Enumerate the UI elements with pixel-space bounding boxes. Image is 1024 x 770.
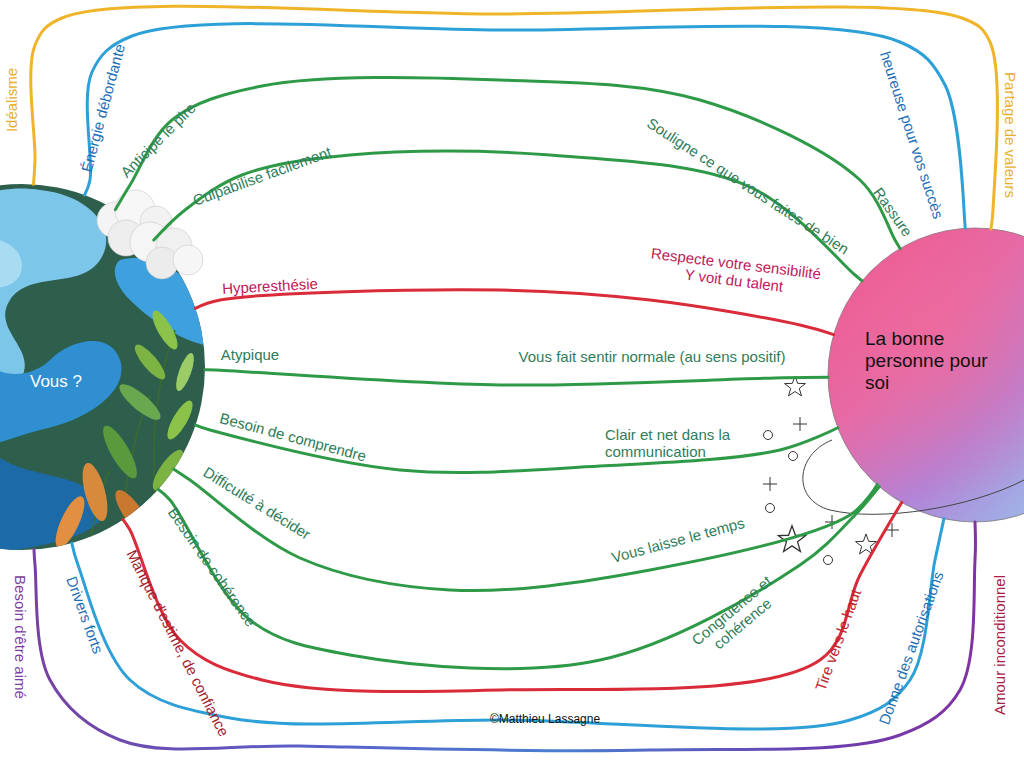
leaf <box>173 351 198 393</box>
trait-label: Rassure <box>870 184 916 240</box>
trait-label: Vous fait sentir normale (au sens positi… <box>519 348 786 365</box>
connector-line <box>195 290 833 335</box>
leaf <box>50 493 90 551</box>
trait-label: Vous laisse le temps <box>610 514 747 566</box>
trait-label: Idéalisme <box>3 68 20 132</box>
leaf <box>163 397 197 442</box>
connector-line <box>85 24 966 229</box>
copyright-note: ©Matthieu Lassagne <box>490 713 600 727</box>
person-blob <box>803 228 1024 522</box>
trait-label: Respecte votre sensibilité Y voit du tal… <box>644 244 827 300</box>
node-text: La bonne personne pour soi <box>865 328 1013 394</box>
watercolor-glow <box>828 228 1024 522</box>
cloud-illustration <box>97 190 203 279</box>
trait-label: Besoin d'être aimé <box>11 575 28 699</box>
trait-label: Congruence et cohérence <box>684 568 790 665</box>
node-text: Vous ? <box>30 372 82 392</box>
circle-symbol <box>766 504 775 513</box>
connector-line <box>123 502 902 691</box>
connector-line <box>115 77 900 248</box>
leaf <box>97 422 143 483</box>
trait-label: Amour inconditionnel <box>991 575 1008 715</box>
trait-label: Culpabilise facilement <box>190 143 333 209</box>
trait-label: Donne des autorisations <box>875 569 947 727</box>
earth-illustration <box>0 180 210 560</box>
earth-water <box>0 315 122 470</box>
trait-label: Énergie débordante <box>78 42 129 174</box>
circle-symbol <box>824 556 833 565</box>
leaf <box>128 496 171 543</box>
circle-symbol <box>764 431 773 440</box>
trait-label: Souligne ce que vous faites de bien <box>644 114 852 257</box>
earth-land <box>0 180 210 560</box>
person-circle: La bonne personne pour soi <box>828 228 1024 522</box>
leaf <box>78 460 113 523</box>
connector-line <box>205 370 828 385</box>
ring-outline <box>803 440 1024 514</box>
cross-symbol <box>793 417 807 431</box>
circle-symbol <box>789 452 798 461</box>
leaf <box>148 446 189 494</box>
trait-label: Partage de valeurs <box>1001 72 1018 198</box>
trait-label: Atypique <box>221 346 279 363</box>
trait-label: Tire vers le haut <box>812 587 865 693</box>
connector-line <box>34 522 975 751</box>
sparkles <box>763 376 899 565</box>
leaf <box>148 307 182 352</box>
leaf <box>115 379 165 425</box>
earth-water <box>0 237 22 287</box>
cross-symbol <box>763 477 777 491</box>
leaf <box>110 486 155 539</box>
trait-label: Clair et net dans la communication <box>605 426 755 461</box>
leaf <box>130 341 169 384</box>
watercolor-circle <box>828 228 1024 522</box>
connector-line <box>31 6 998 229</box>
cloud-puff <box>173 245 203 275</box>
trait-label: Anticipe le pire <box>117 99 199 181</box>
